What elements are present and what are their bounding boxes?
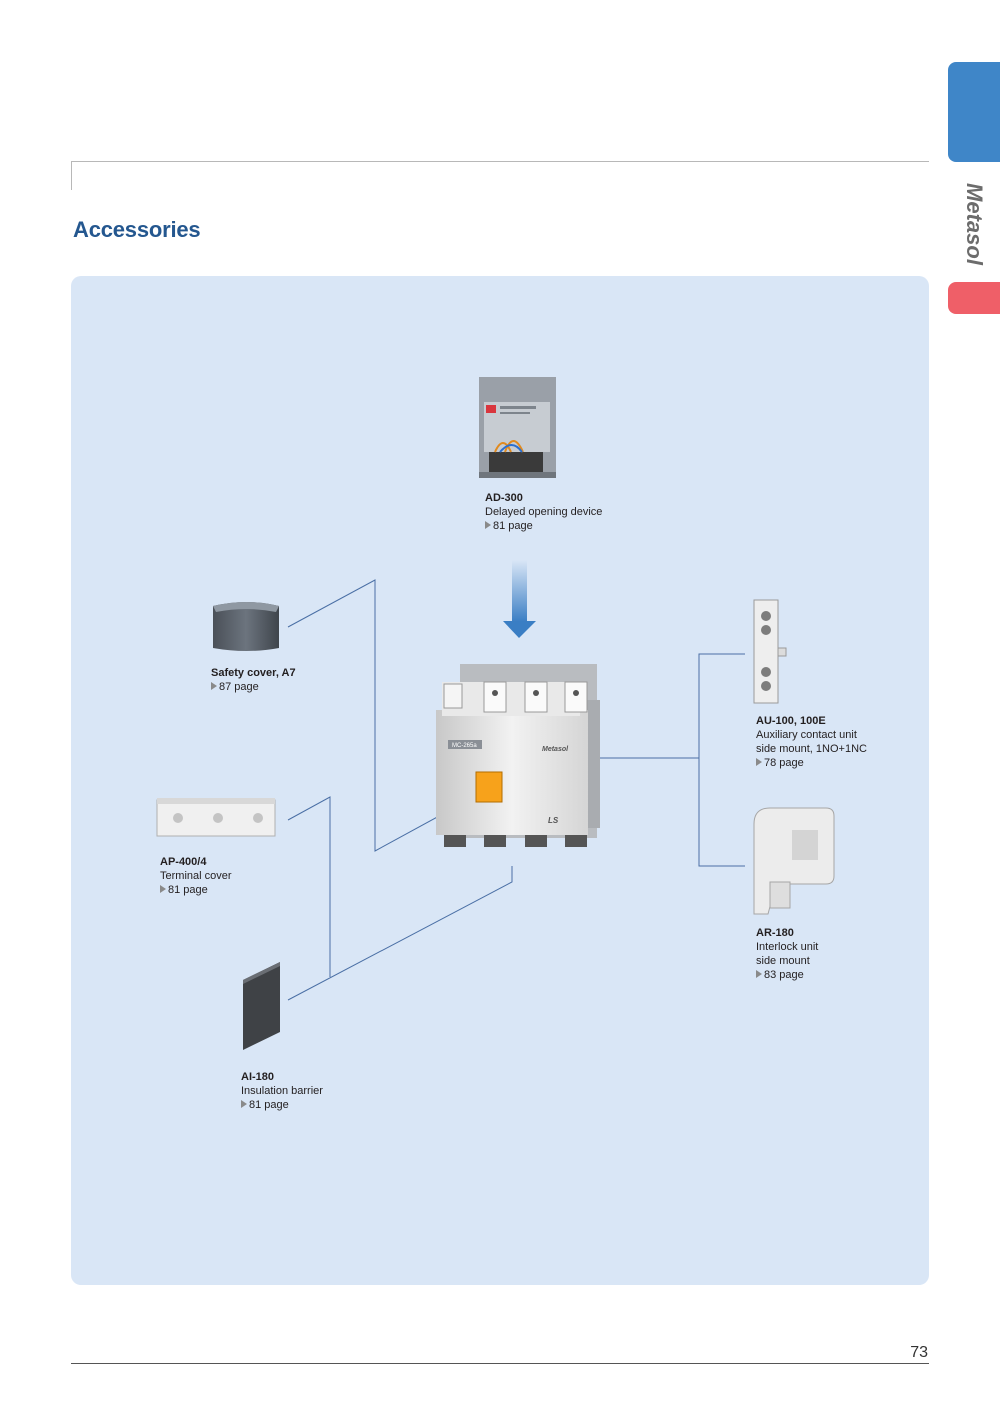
contactor-model-label: MC-265a	[452, 743, 477, 749]
side-tab-red	[948, 282, 1000, 314]
arrow-right-icon	[160, 885, 166, 893]
caption-ar-180: AR-180 Interlock unit side mount 83 page	[756, 926, 818, 982]
item-desc: side mount, 1NO+1NC	[756, 743, 867, 755]
item-desc: Insulation barrier	[241, 1085, 323, 1097]
item-code: Safety cover, A7	[211, 667, 296, 679]
connector-terminal-cover	[287, 796, 331, 977]
arrow-right-icon	[485, 521, 491, 529]
caption-ad-300: AD-300 Delayed opening device 81 page	[485, 491, 602, 533]
main-contactor-image	[436, 664, 600, 847]
side-tab-blue	[948, 62, 1000, 162]
item-code: AI-180	[241, 1071, 275, 1083]
connector-lines	[287, 579, 745, 1001]
arrow-right-icon	[211, 682, 217, 690]
item-code: AP-400/4	[160, 856, 207, 868]
caption-ai-180: AI-180 Insulation barrier 81 page	[241, 1070, 323, 1112]
item-desc: side mount	[756, 955, 810, 967]
interlock-unit-image	[753, 807, 835, 915]
caption-safety-cover: Safety cover, A7 87 page	[211, 666, 296, 694]
contactor-brand-label: Metasol	[542, 746, 569, 753]
connector-safety-cover	[287, 579, 497, 852]
page-ref[interactable]: 81 page	[160, 883, 232, 897]
arrow-right-icon	[241, 1100, 247, 1108]
item-desc: Delayed opening device	[485, 506, 603, 518]
item-desc: Interlock unit	[756, 941, 819, 953]
item-desc: Terminal cover	[160, 870, 232, 882]
page-ref[interactable]: 81 page	[485, 519, 602, 533]
arrow-right-icon	[756, 758, 762, 766]
page-title: Accessories	[73, 217, 201, 242]
caption-au-100: AU-100, 100E Auxiliary contact unit side…	[756, 714, 867, 770]
connector-aux-contact	[698, 653, 745, 867]
footer-rule	[71, 1363, 929, 1364]
caption-ap-400: AP-400/4 Terminal cover 81 page	[160, 855, 232, 897]
page-number: 73	[910, 1344, 928, 1361]
item-code: AU-100, 100E	[756, 715, 826, 727]
item-code: AD-300	[485, 492, 523, 504]
auxiliary-contact-unit-image	[753, 599, 787, 704]
page-ref[interactable]: 78 page	[756, 756, 867, 770]
insulation-barrier-image	[243, 962, 280, 1050]
header-rule	[71, 161, 929, 162]
terminal-cover-image	[156, 798, 276, 837]
down-arrow-icon	[503, 560, 536, 638]
connector-insulation-barrier	[287, 866, 513, 1001]
arrow-right-icon	[756, 970, 762, 978]
item-code: AR-180	[756, 927, 794, 939]
delayed-opening-device-image	[479, 377, 556, 478]
page-ref[interactable]: 81 page	[241, 1098, 323, 1112]
safety-cover-image	[213, 602, 279, 651]
contactor-logo: LS	[548, 816, 559, 825]
page-ref[interactable]: 83 page	[756, 968, 818, 982]
header-rule-tick	[71, 161, 72, 190]
item-desc: Auxiliary contact unit	[756, 729, 857, 741]
page-ref[interactable]: 87 page	[211, 680, 296, 694]
